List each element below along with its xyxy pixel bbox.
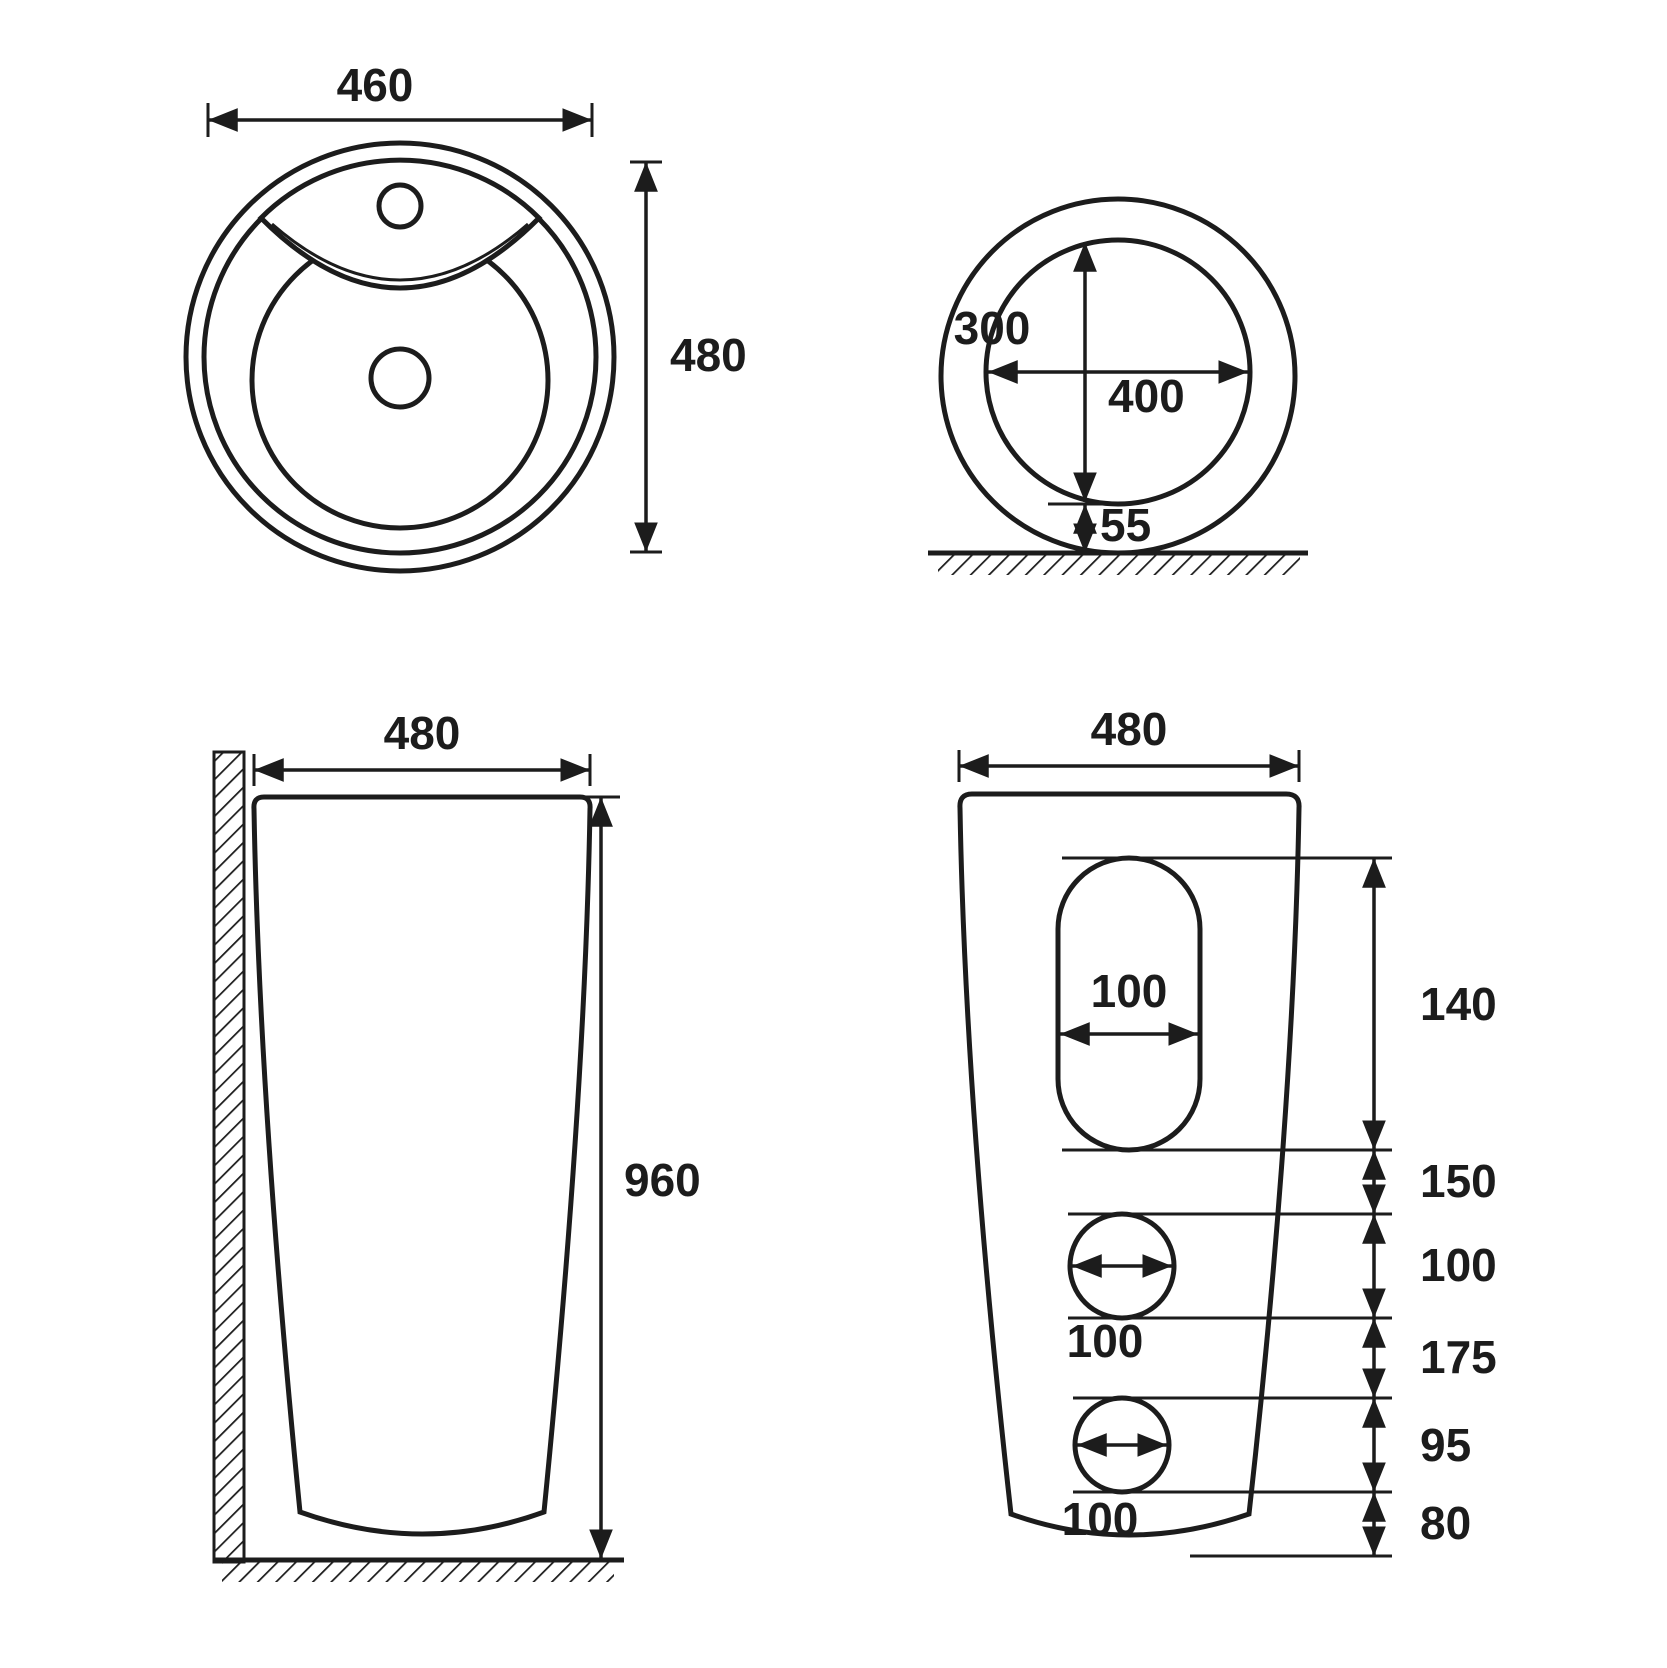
wall-hatching xyxy=(212,750,246,1564)
chain-label-175: 175 xyxy=(1420,1331,1497,1383)
chain-label-80: 80 xyxy=(1420,1497,1471,1549)
side-view: 480 960 xyxy=(212,707,701,1582)
front-view: 480 100 100 100 140 150 100 175 95 80 xyxy=(957,703,1497,1558)
chain-label-150: 150 xyxy=(1420,1155,1497,1207)
upper-hole-diameter-label: 100 xyxy=(1067,1315,1144,1367)
drain-hole xyxy=(368,346,432,410)
chain-label-140: 140 xyxy=(1420,978,1497,1030)
side-view-width-label: 480 xyxy=(384,707,461,759)
chain-label-100: 100 xyxy=(1420,1239,1497,1291)
lower-hole-diameter-label: 100 xyxy=(1062,1493,1139,1545)
floor-hatching xyxy=(222,1560,614,1582)
faucet-hole xyxy=(376,182,424,230)
floor-hatching xyxy=(938,553,1300,575)
bowl-section-view: 300 400 55 xyxy=(928,196,1308,575)
faucet-deck-edge xyxy=(271,222,529,282)
pedestal-profile xyxy=(251,794,593,1537)
top-view-width-label: 460 xyxy=(337,59,414,111)
slot-width-label: 100 xyxy=(1091,965,1168,1017)
inner-diameter-label: 300 xyxy=(954,302,1031,354)
top-view-depth-label: 480 xyxy=(670,329,747,381)
floor-offset-label: 55 xyxy=(1100,499,1151,551)
pedestal-front-outline xyxy=(957,791,1302,1538)
top-view: 460 480 xyxy=(183,59,747,574)
bowl-height-label: 400 xyxy=(1108,370,1185,422)
front-view-width-label: 480 xyxy=(1091,703,1168,755)
chain-label-95: 95 xyxy=(1420,1419,1471,1471)
side-view-height-label: 960 xyxy=(624,1154,701,1206)
